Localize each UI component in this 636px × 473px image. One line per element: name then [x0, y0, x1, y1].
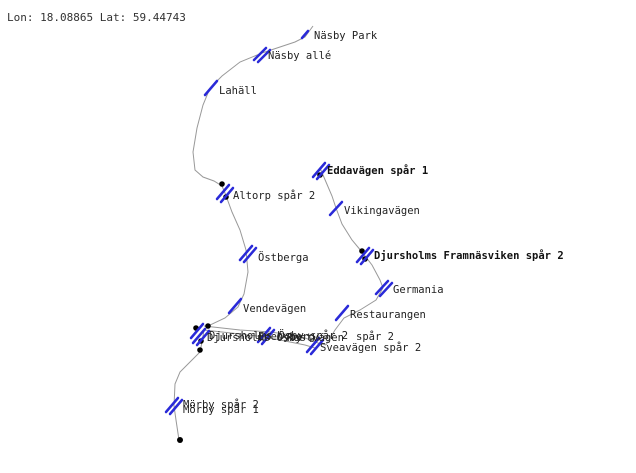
lon-label: Lon:	[7, 11, 34, 24]
marker-morby-b	[168, 398, 184, 416]
label-nasby-park[interactable]: Näsby Park	[314, 30, 378, 42]
marker-vendevagen	[227, 297, 243, 315]
node-osby-b	[205, 323, 211, 329]
marker-restaurangen	[334, 304, 350, 322]
label-eddavagen[interactable]: Eddavägen spår 1	[327, 164, 428, 177]
station-labels: Näsby Park Näsby allé Lahäll Altorp spår…	[183, 30, 564, 416]
marker-osby-b	[195, 329, 211, 347]
lon-value: 18.08865	[40, 11, 94, 24]
track-east-2	[203, 329, 316, 349]
label-djursholms-osby[interactable]: Djursholms Ösby	[207, 331, 302, 344]
label-germania[interactable]: Germania	[393, 284, 444, 296]
marker-nasby-alle-b	[256, 48, 272, 64]
marker-germania-b	[378, 281, 394, 298]
marker-eddavagen-a	[311, 161, 327, 179]
marker-morby-a	[164, 396, 180, 414]
marker-sveavagen-a	[305, 336, 321, 354]
label-nasby-alle[interactable]: Näsby allé	[268, 50, 331, 62]
lat-value: 59.44743	[132, 11, 186, 24]
marker-ostberga-a	[238, 244, 254, 262]
marker-eddavagen-b	[315, 163, 331, 181]
marker-enebyberg-a	[256, 326, 272, 344]
label-altorp[interactable]: Altorp spår 2	[233, 189, 315, 202]
track-north	[192, 25, 314, 331]
label-lahall[interactable]: Lahäll	[219, 85, 257, 97]
marker-osby-a	[191, 327, 207, 345]
label-vendevagen[interactable]: Vendevägen	[243, 303, 306, 315]
marker-ostberga-b	[242, 246, 258, 264]
label-enebyberg[interactable]: Enebyberg	[258, 331, 315, 343]
track-south	[173, 329, 205, 441]
marker-altorp-b	[219, 186, 235, 204]
marker-framnasviken-b	[359, 248, 375, 266]
marker-sveavagen-b	[309, 338, 325, 356]
label-djursholms-osby-2[interactable]: Djursholms Ösby spår 2	[209, 329, 348, 342]
track-lines	[173, 25, 384, 441]
marker-germania-a	[374, 279, 390, 296]
marker-nasby-alle-a	[252, 46, 268, 62]
stop-markers	[164, 29, 394, 416]
coordinate-readout: Lon: 18.08865 Lat: 59.44743	[7, 11, 186, 24]
label-vikingavagen[interactable]: Vikingavägen	[344, 205, 420, 217]
marker-framnasviken-a	[355, 246, 371, 264]
track-branch	[319, 167, 384, 346]
marker-enebyberg-b	[260, 328, 276, 346]
label-sveavagen[interactable]: Sveavägen spår 2	[320, 341, 421, 354]
marker-lahall	[203, 79, 219, 97]
label-ostberga[interactable]: Östberga	[258, 251, 309, 264]
label-morby-2[interactable]: Mörby spår 2	[183, 398, 259, 411]
label-framnasviken[interactable]: Djursholms Framnäsviken spår 2	[374, 249, 564, 262]
node-osby-d	[197, 347, 203, 353]
label-restaurangen[interactable]: Restaurangen	[350, 309, 426, 321]
marker-nasby-park	[300, 29, 310, 40]
node-altorp-a	[219, 181, 225, 187]
node-morby-end	[177, 437, 183, 443]
marker-altorp-a	[215, 183, 231, 201]
label-morby-1[interactable]: Mörby spår 1	[183, 403, 259, 416]
node-framnasviken-a	[359, 248, 365, 254]
marker-osby-c	[189, 322, 205, 340]
label-restaurangen-2[interactable]: spår 2	[356, 330, 394, 343]
lat-label: Lat:	[99, 11, 127, 24]
marker-vikingavagen	[328, 200, 344, 217]
label-rostvagen[interactable]: Rostvägen	[287, 332, 344, 344]
